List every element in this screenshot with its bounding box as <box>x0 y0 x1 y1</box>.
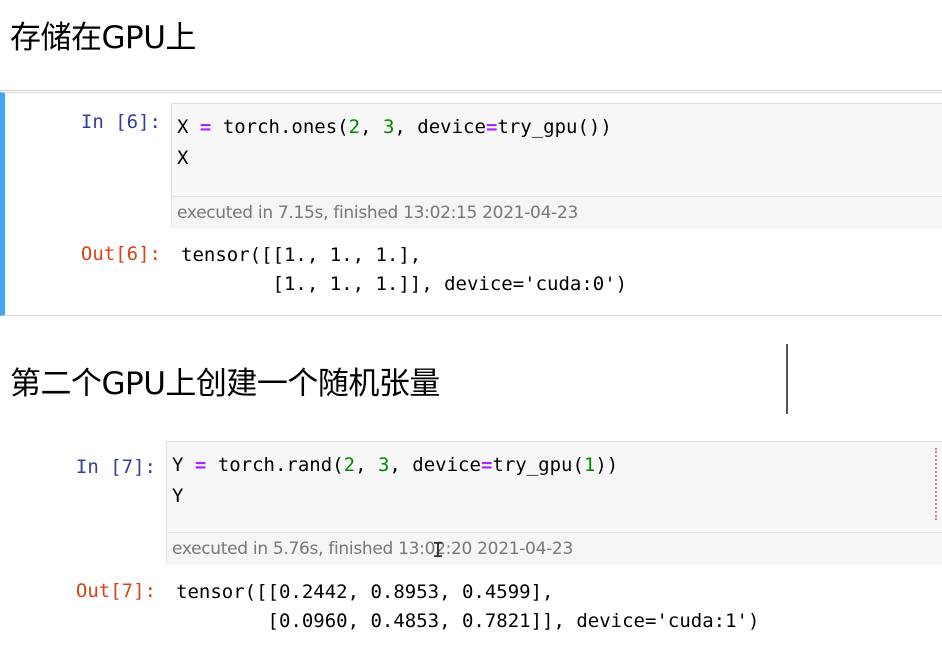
code-token: torch.ones( <box>211 116 349 138</box>
section-divider <box>0 90 942 91</box>
notebook-cell-7[interactable]: In [7]: Y = torch.rand(2, 3, device=try_… <box>0 430 942 649</box>
cell-output: tensor([[0.2442, 0.8953, 0.4599], [0.096… <box>176 578 759 636</box>
code-number: 1 <box>583 454 596 476</box>
code-operator: = <box>480 454 493 476</box>
code-operator: = <box>199 116 212 138</box>
text-cursor-icon: 𝙸 <box>432 538 445 562</box>
input-prompt: In [6]: <box>80 111 161 133</box>
code-token: torch.rand( <box>206 454 344 476</box>
editor-edge-marker <box>935 448 937 520</box>
code-token: , <box>360 116 383 138</box>
code-input-area[interactable]: Y = torch.rand(2, 3, device=try_gpu(1)) … <box>166 441 942 565</box>
code-token: )) <box>595 454 619 476</box>
code-operator: = <box>194 454 207 476</box>
code-token: X <box>177 116 200 138</box>
code-number: 3 <box>377 454 390 476</box>
code-number: 3 <box>382 116 395 138</box>
code-token: , device <box>389 454 481 476</box>
code-editor[interactable]: Y = torch.rand(2, 3, device=try_gpu(1)) … <box>167 442 942 512</box>
code-token: Y <box>172 485 184 507</box>
output-line: tensor([[0.2442, 0.8953, 0.4599], <box>176 581 554 603</box>
code-token: , <box>355 454 378 476</box>
output-line: [1., 1., 1.]], device='cuda:0') <box>181 273 628 295</box>
code-input-area[interactable]: X = torch.ones(2, 3, device=try_gpu()) X… <box>171 103 942 229</box>
code-editor[interactable]: X = torch.ones(2, 3, device=try_gpu()) X <box>172 104 942 174</box>
section-heading-gpu-storage: 存储在GPU上 <box>10 20 196 56</box>
execution-info: executed in 7.15s, finished 13:02:15 202… <box>172 196 942 229</box>
code-number: 2 <box>348 116 361 138</box>
cell-output: tensor([[1., 1., 1.], [1., 1., 1.]], dev… <box>181 241 627 299</box>
code-operator: = <box>485 116 498 138</box>
code-token: try_gpu( <box>492 454 584 476</box>
output-line: tensor([[1., 1., 1.], <box>181 244 422 266</box>
output-prompt: Out[7]: <box>75 580 156 602</box>
output-prompt: Out[6]: <box>80 243 161 265</box>
code-token: Y <box>172 454 195 476</box>
section-heading-second-gpu-tensor: 第二个GPU上创建一个随机张量 <box>10 366 440 402</box>
output-line: [0.0960, 0.4853, 0.7821]], device='cuda:… <box>176 610 760 632</box>
execution-info: executed in 5.76s, finished 13:02:20 202… <box>167 532 942 565</box>
code-token: try_gpu()) <box>497 116 612 138</box>
code-number: 2 <box>343 454 356 476</box>
code-token: X <box>177 147 189 169</box>
input-prompt: In [7]: <box>75 456 156 478</box>
text-caret <box>786 344 788 414</box>
notebook-cell-6[interactable]: In [6]: X = torch.ones(2, 3, device=try_… <box>0 92 942 316</box>
code-token: , device <box>394 116 486 138</box>
